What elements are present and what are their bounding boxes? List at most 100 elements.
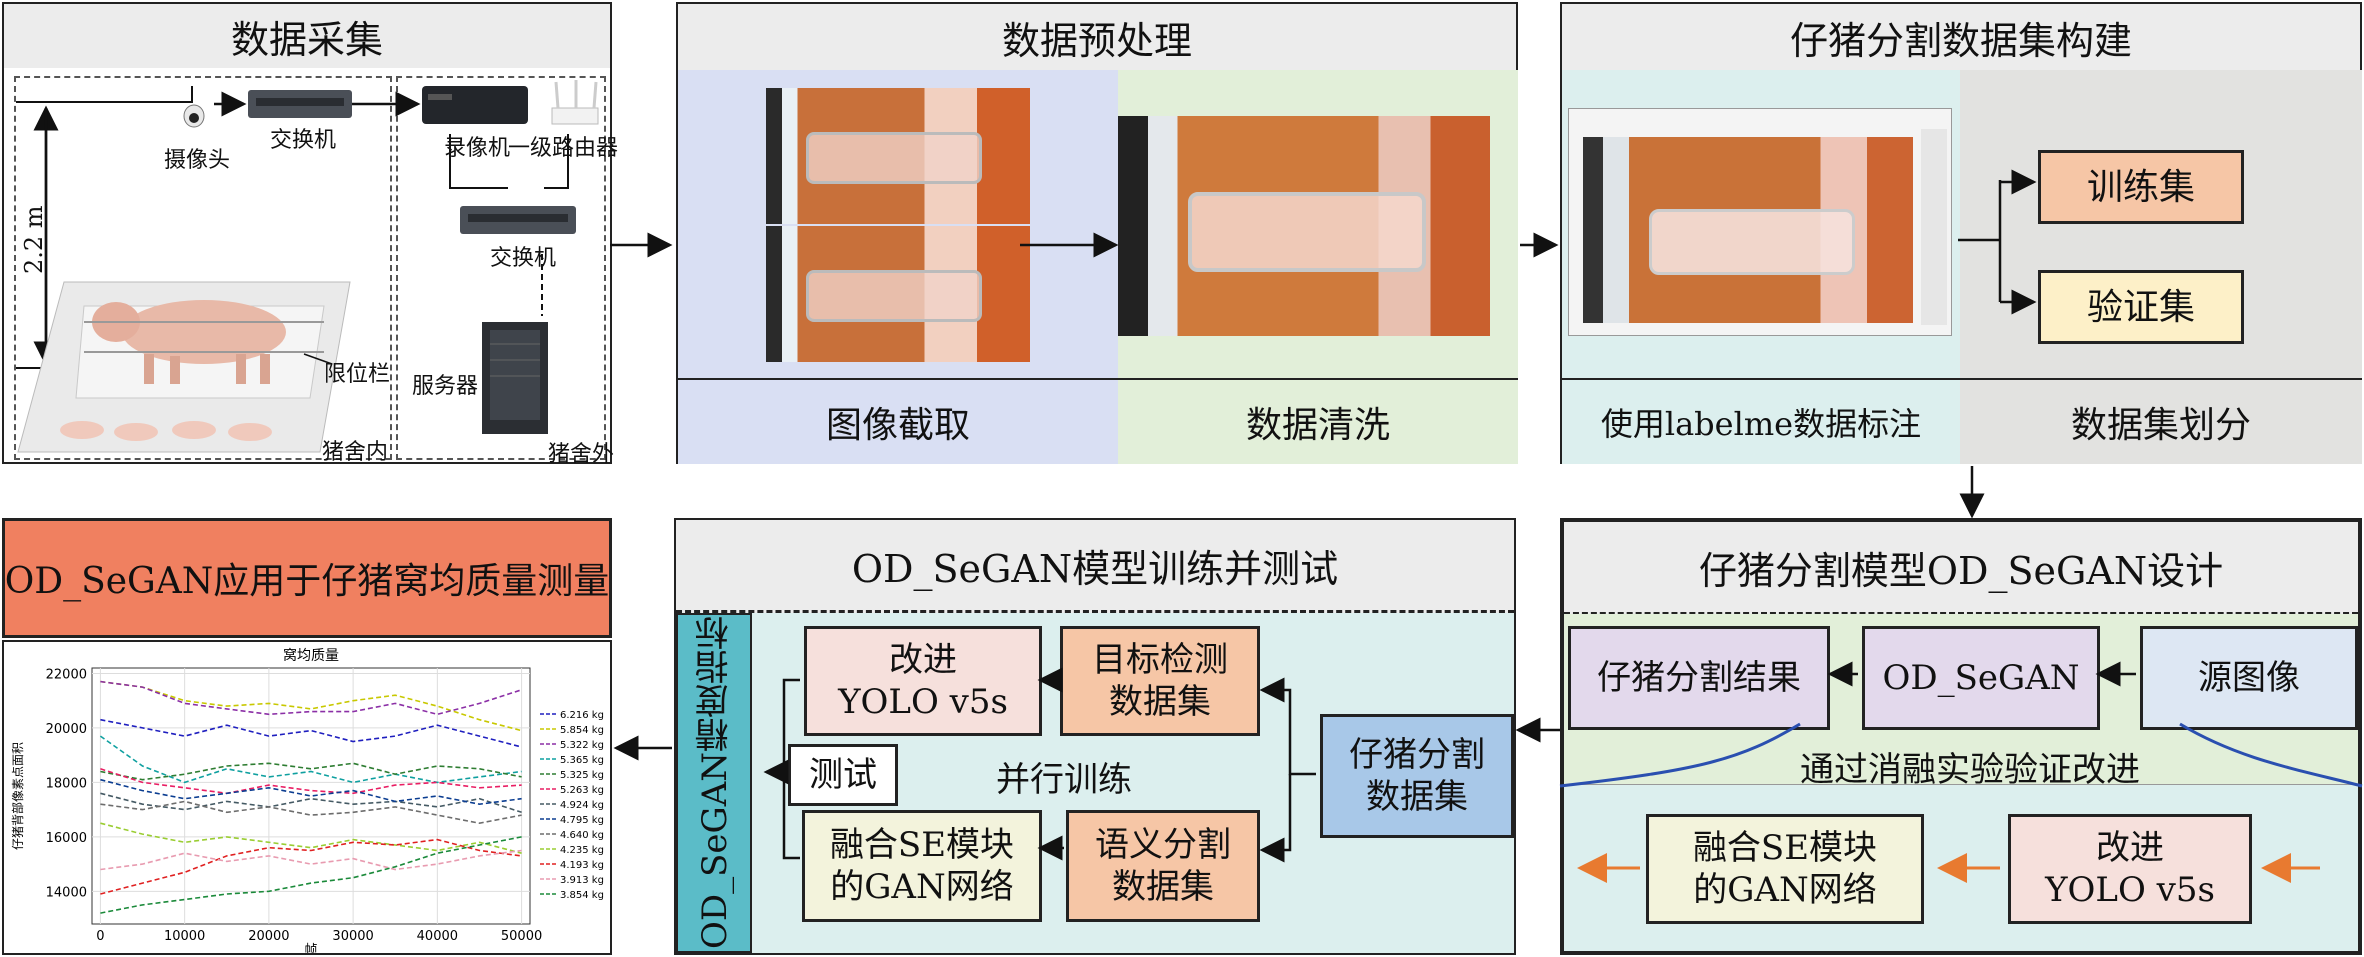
test-box: 测试 (788, 744, 898, 806)
y-tick-label: 16000 (46, 831, 87, 846)
legend-entry: 4.193 kg (560, 860, 604, 871)
panel-title: 数据预处理 (678, 4, 1516, 73)
legend-entry: 4.924 kg (560, 800, 604, 811)
series-line (100, 778, 522, 806)
panel-title: 数据采集 (4, 4, 610, 68)
series-line (100, 762, 522, 781)
x-tick-label: 20000 (248, 929, 289, 944)
switch-icon-2 (460, 206, 576, 234)
x-tick-label: 0 (96, 929, 104, 944)
label-switch: 交换机 (270, 128, 337, 153)
panel-title: 仔猪分割模型OD_SeGAN设计 (1564, 522, 2358, 615)
legend-entry: 3.913 kg (560, 875, 604, 886)
collection-diagram (16, 80, 599, 453)
cleaned-frame (1118, 116, 1490, 336)
router-icon (551, 80, 599, 125)
x-tick-label: 40000 (417, 929, 458, 944)
caption-data-cleaning: 数据清洗 (1245, 405, 1390, 446)
ablation-note: 通过消融实验验证改进 (1800, 750, 2140, 790)
piglet-icons (60, 421, 272, 441)
y-tick-label: 18000 (46, 776, 87, 791)
series-line (100, 680, 522, 732)
semantic-dataset-box: 语义分割 数据集 (1066, 810, 1260, 922)
y-tick-label: 14000 (46, 885, 87, 900)
caption-labelme: 使用labelme数据标注 (1600, 405, 1922, 443)
label-switch-2: 交换机 (490, 246, 557, 271)
label-server: 服务器 (412, 374, 479, 399)
application-banner: OD_SeGAN应用于仔猪窝均质量测量 (2, 518, 612, 638)
x-tick-label: 50000 (501, 929, 542, 944)
panel-training: OD_SeGAN模型训练并测试 OD_SeGAN精度指标 改进 YOLO v5s… (674, 518, 1516, 955)
series-line (100, 680, 522, 716)
piglet-dataset-box: 仔猪分割 数据集 (1320, 714, 1514, 838)
label-fence: 限位栏 (324, 362, 391, 387)
switch-icon (248, 90, 352, 118)
x-tick-label: 10000 (164, 929, 205, 944)
panel-preprocessing: 数据预处理 图像截取 数据清洗 (676, 2, 1518, 464)
legend-entry: 4.235 kg (560, 845, 604, 856)
x-axis-label: 帧 (304, 943, 317, 953)
application-title: OD_SeGAN应用于仔猪窝均质量测量 (4, 561, 610, 602)
recorder-icon (422, 86, 528, 124)
y-axis-label: 仔猪背部像素点面积 (10, 742, 25, 850)
label-height: 2.2 m (20, 205, 48, 274)
legend-entry: 5.365 kg (560, 755, 604, 766)
y-tick-label: 22000 (46, 667, 87, 682)
series-line (100, 849, 522, 871)
legend-entry: 5.325 kg (560, 770, 604, 781)
label-camera: 摄像头 (164, 148, 231, 173)
detection-dataset-box: 目标检测 数据集 (1060, 626, 1260, 736)
caption-dataset-split: 数据集划分 (2070, 405, 2251, 446)
legend-entry: 3.854 kg (560, 890, 604, 901)
panel-data-collection: 数据采集 (2, 2, 618, 467)
label-indoor: 猪舍内 (322, 440, 389, 465)
series-line (100, 838, 522, 895)
accuracy-label-text: OD_SeGAN精度指标 (694, 616, 735, 950)
panel-title: 仔猪分割数据集构建 (1562, 4, 2360, 73)
series-line (100, 836, 522, 914)
server-icon (482, 322, 548, 434)
plot-area (91, 667, 531, 925)
train-set-box: 训练集 (2038, 150, 2244, 224)
legend-entry: 4.640 kg (560, 830, 604, 841)
train-yolo-box: 改进 YOLO v5s (804, 626, 1042, 736)
validation-set-box: 验证集 (2038, 270, 2244, 344)
panel-dataset-build: 仔猪分割数据集构建 训练集 验证集 使用labelme数据标注 数据集划分 (1560, 2, 2362, 464)
legend-entry: 5.854 kg (560, 725, 604, 736)
split-section (1960, 70, 2362, 464)
series-line (100, 800, 522, 825)
segmentation-result-box: 仔猪分割结果 (1568, 626, 1830, 730)
chart-title: 窝均质量 (283, 647, 339, 664)
caption-image-capture: 图像截取 (825, 405, 970, 446)
series-line (100, 792, 522, 814)
legend-entry: 5.322 kg (560, 740, 604, 751)
y-tick-label: 20000 (46, 722, 87, 737)
od-segan-box: OD_SeGAN (1862, 626, 2100, 730)
camera-icon (183, 104, 205, 128)
indoor-area (14, 76, 392, 460)
accuracy-side-label: OD_SeGAN精度指标 (676, 613, 752, 953)
label-router: 一级路由器 (508, 136, 619, 161)
parallel-training-label: 并行训练 (996, 760, 1132, 800)
cropped-frame-2 (766, 226, 1030, 362)
series-line (100, 822, 522, 854)
outdoor-area (396, 76, 606, 460)
mass-chart-panel: 窝均质量 14000 16000 18000 20000 22000 0 10000 20000… (2, 640, 612, 955)
x-tick-label: 30000 (332, 929, 373, 944)
train-gan-box: 融合SE模块 的GAN网络 (802, 810, 1042, 922)
label-outdoor: 猪舍外 (548, 442, 615, 467)
yolo-improved-box: 改进 YOLO v5s (2008, 814, 2252, 924)
series-line (99, 735, 522, 784)
series-line (100, 768, 522, 795)
cropped-frame-1 (766, 88, 1030, 224)
label-recorder: 录像机 (444, 136, 511, 161)
legend-entry: 6.216 kg (560, 710, 604, 721)
panel-title: OD_SeGAN模型训练并测试 (676, 520, 1514, 613)
legend-entry: 4.795 kg (560, 815, 604, 826)
panel-model-design: 仔猪分割模型OD_SeGAN设计 仔猪分割结果 OD_SeGAN 源图像 通过消… (1560, 518, 2362, 955)
gan-se-box: 融合SE模块 的GAN网络 (1646, 814, 1924, 924)
labelme-screenshot (1568, 108, 1952, 336)
source-image-box: 源图像 (2140, 626, 2358, 730)
mass-line-chart: 窝均质量 14000 16000 18000 20000 22000 0 10000 20000… (10, 647, 604, 953)
legend-entry: 5.263 kg (560, 785, 604, 796)
